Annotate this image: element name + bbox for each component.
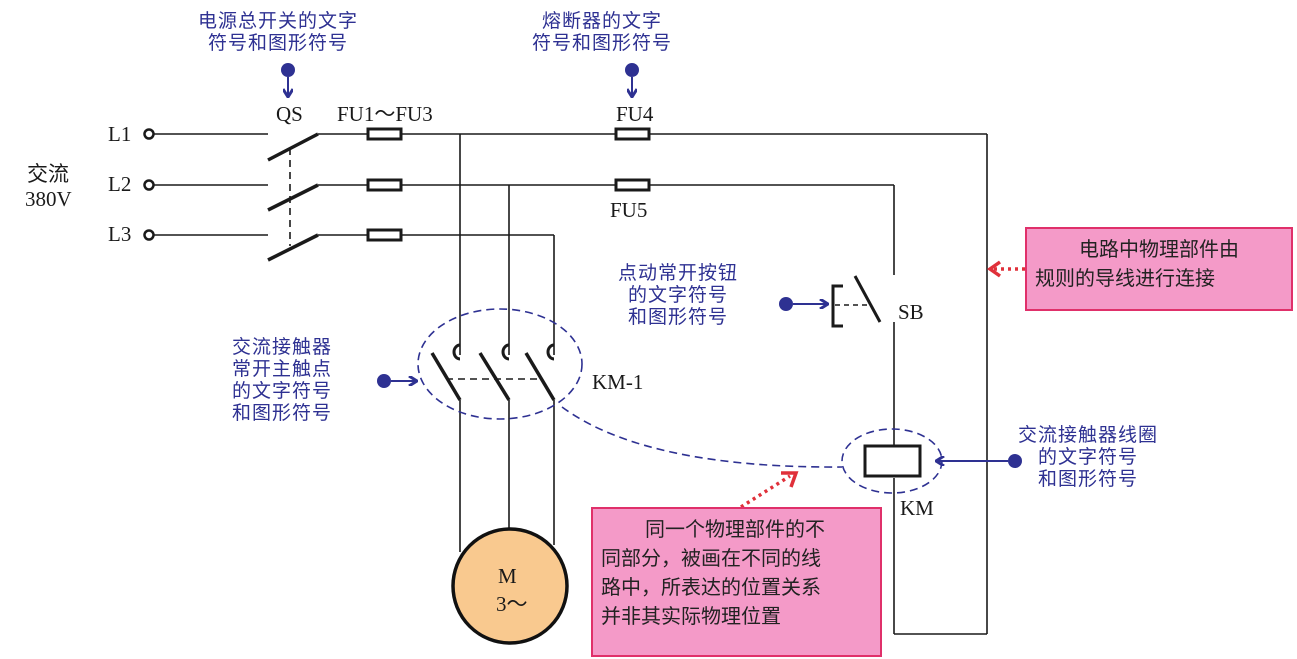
motor-label-m: M [498, 564, 517, 588]
fuse-fu4 [614, 127, 651, 141]
fu1-fu3-label: FU1～FU3 [337, 102, 433, 126]
sb-label: SB [898, 300, 924, 324]
qs-annotation: 电源总开关的文字 符号和图形符号 [198, 10, 359, 54]
pointer-arrows [281, 63, 1022, 468]
terminal-l1 [143, 128, 155, 140]
same-part-callout-line3: 路中，所表达的位置关系 [601, 575, 821, 599]
terminal-l3 [143, 229, 155, 241]
km-coil-symbol [863, 444, 922, 478]
qs-switch-symbol [267, 132, 319, 262]
km1-contacts-symbol [430, 343, 556, 401]
km-label: KM [900, 496, 934, 520]
fu4-label: FU4 [616, 102, 654, 126]
callout-arrows [740, 260, 1025, 509]
sb-annotation: 点动常开按钮 的文字符号 和图形符号 [618, 262, 739, 328]
motor-label-phase: 3～ [496, 592, 528, 616]
dashed-groupings [417, 308, 943, 494]
sb-button-symbol [831, 275, 882, 328]
fuse-fu1 [366, 127, 403, 141]
km1-label: KM-1 [592, 370, 644, 394]
motor-symbol [451, 527, 569, 645]
phase-label-l1: L1 [108, 122, 132, 146]
km1-annotation: 交流接触器 常开主触点 的文字符号 和图形符号 [232, 336, 333, 424]
same-part-callout-line2: 同部分，被画在不同的线 [601, 546, 821, 570]
fu5-label: FU5 [610, 198, 648, 222]
same-part-callout-line4: 并非其实际物理位置 [601, 604, 781, 628]
fuse-fu3 [366, 228, 403, 242]
supply-label-2: 380V [25, 187, 72, 211]
fuse-fu2 [366, 178, 403, 192]
fuse-fu5 [614, 178, 651, 192]
wiring-callout-line1: 电路中物理部件由 [1079, 237, 1239, 261]
terminal-l2 [143, 179, 155, 191]
phase-label-l2: L2 [108, 172, 132, 196]
wires [154, 133, 988, 635]
qs-label: QS [276, 102, 303, 126]
supply-label-1: 交流 [27, 162, 69, 186]
fuse-annotation: 熔断器的文字 符号和图形符号 [532, 10, 673, 54]
same-part-callout-line1: 同一个物理部件的不 [645, 517, 825, 541]
wiring-callout-line2: 规则的导线进行连接 [1035, 266, 1215, 290]
km-coil-annotation: 交流接触器线圈 的文字符号 和图形符号 [1018, 424, 1159, 490]
phase-label-l3: L3 [108, 222, 132, 246]
wiring-callout: 电路中物理部件由 规则的导线进行连接 [1025, 227, 1293, 311]
same-part-callout: 同一个物理部件的不 同部分，被画在不同的线 路中，所表达的位置关系 并非其实际物… [591, 507, 882, 657]
